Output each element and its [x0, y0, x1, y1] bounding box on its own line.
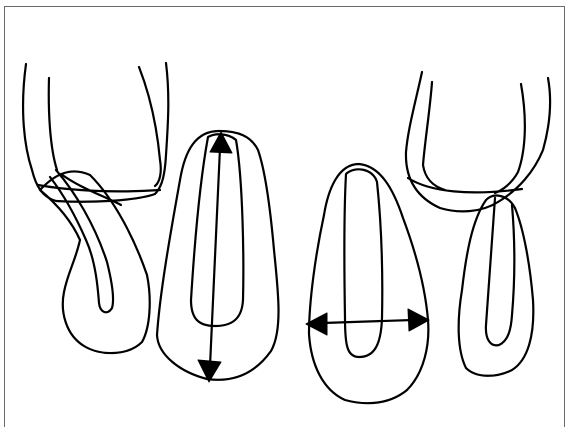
- oval-tooth: [306, 164, 429, 403]
- oval-tooth-outline: [309, 164, 428, 403]
- upper-right-crown-inner-line-left: [423, 82, 445, 190]
- upper-right-crown-outline: [406, 72, 550, 211]
- oval-tooth-canal: [344, 169, 382, 357]
- narrow-root-outline: [459, 196, 534, 376]
- tall-tooth-outline: [157, 131, 279, 380]
- upper-left-crown-inner-line-right: [139, 67, 161, 186]
- tall-tooth: [157, 131, 279, 382]
- upper-right-crown: [406, 72, 550, 211]
- upper-left-crown-inner-line: [49, 78, 57, 170]
- narrow-root: [459, 196, 534, 376]
- width-arrow-shaft: [323, 320, 413, 323]
- length-arrow-head-bottom: [198, 360, 221, 382]
- narrow-root-canal: [486, 198, 514, 345]
- upper-right-crown-cej-line: [408, 178, 522, 192]
- width-arrow-head-right: [408, 309, 429, 331]
- tilted-root: [40, 170, 150, 353]
- upper-right-crown-inner-line-right: [495, 84, 525, 193]
- length-arrow-shaft: [210, 148, 220, 366]
